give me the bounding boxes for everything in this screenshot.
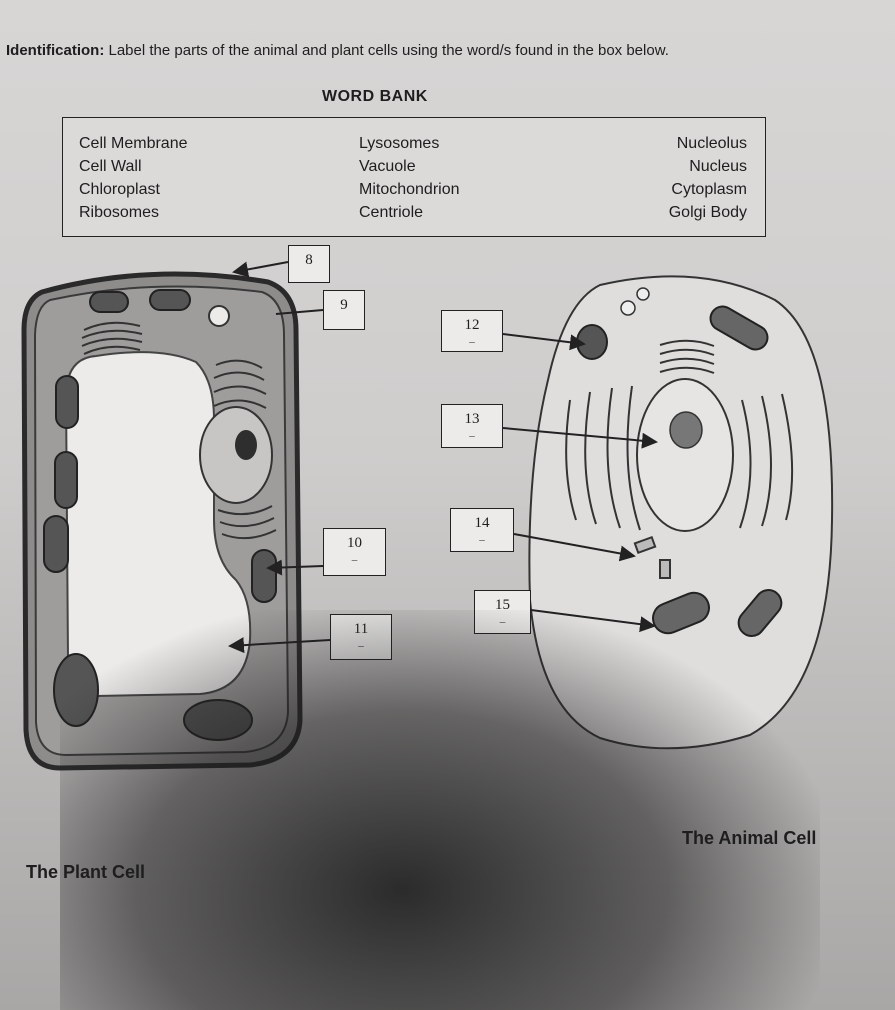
word-bank-term: Vacuole (359, 158, 416, 175)
plant-cell (21, 271, 303, 771)
word-bank-term: Lysosomes (359, 135, 440, 152)
label-number: 13 (464, 411, 480, 427)
word-bank-term: Ribosomes (79, 204, 160, 221)
animal-vesicle-2 (636, 287, 650, 301)
animal-cell (528, 275, 834, 750)
animal-cell-caption: The Animal Cell (682, 828, 817, 848)
word-bank-term: Golgi Body (668, 204, 747, 221)
label-box-13[interactable]: 13_ (441, 404, 503, 448)
instructions: Identification: Label the parts of the a… (6, 38, 836, 64)
word-bank-term: Mitochondrion (359, 181, 460, 198)
label-number: 9 (340, 297, 348, 313)
answer-blank: _ (469, 332, 475, 344)
lysosome (576, 324, 608, 360)
animal-nucleolus (669, 411, 703, 449)
word-bank-term: Chloroplast (79, 181, 160, 198)
answer-blank: _ (499, 612, 506, 624)
word-bank-column-1: Cell Membrane Cell Wall Chloroplast Ribo… (79, 132, 187, 224)
animal-vesicle (620, 300, 636, 316)
word-bank-column-2: Lysosomes Vacuole Mitochondrion Centriol… (359, 132, 460, 224)
label-box-14[interactable]: 14_ (450, 508, 514, 552)
plant-nucleolus (235, 430, 257, 460)
word-bank-term: Cell Membrane (79, 135, 188, 152)
centriole (633, 535, 671, 579)
animal-mitochondrion-3 (709, 305, 769, 351)
label-number: 15 (495, 597, 510, 613)
plant-er (213, 359, 277, 540)
animal-golgi-body (659, 339, 715, 374)
label-box-8[interactable]: 8 (288, 245, 330, 283)
label-number: 10 (347, 535, 362, 551)
word-bank-title: WORD BANK (322, 88, 428, 105)
label-number: 8 (305, 252, 313, 268)
label-box-15[interactable]: 15_ (474, 590, 531, 634)
answer-blank: _ (469, 426, 475, 438)
word-bank-term: Nucleolus (676, 135, 747, 152)
label-box-9[interactable]: 9 (323, 290, 365, 330)
plant-golgi-body (81, 321, 143, 355)
animal-er (565, 385, 794, 531)
word-bank-column-3: Nucleolus Nucleus Cytoplasm Golgi Body (629, 132, 747, 224)
word-bank-term: Centriole (359, 204, 424, 221)
label-number: 12 (464, 317, 480, 333)
label-number: 14 (474, 515, 490, 531)
instructions-lead: Identification: (6, 42, 105, 59)
answer-blank: _ (358, 636, 364, 648)
answer-blank: _ (351, 550, 358, 562)
plant-vesicle (208, 305, 230, 327)
plant-cell-caption: The Plant Cell (26, 862, 146, 882)
label-number: 11 (353, 621, 369, 637)
plant-nucleus (199, 406, 273, 504)
answer-blank: _ (479, 530, 485, 542)
label-box-10[interactable]: 10_ (323, 528, 386, 576)
word-bank-term: Cytoplasm (671, 181, 747, 198)
word-bank-term: Nucleus (689, 158, 747, 175)
animal-nucleus (636, 378, 734, 532)
label-box-12[interactable]: 12_ (441, 310, 503, 352)
word-bank-box: Cell Membrane Cell Wall Chloroplast Ribo… (62, 117, 766, 237)
word-bank-term: Cell Wall (79, 158, 142, 175)
instructions-text: Label the parts of the animal and plant … (108, 42, 669, 59)
label-box-11[interactable]: 11_ (330, 614, 392, 660)
